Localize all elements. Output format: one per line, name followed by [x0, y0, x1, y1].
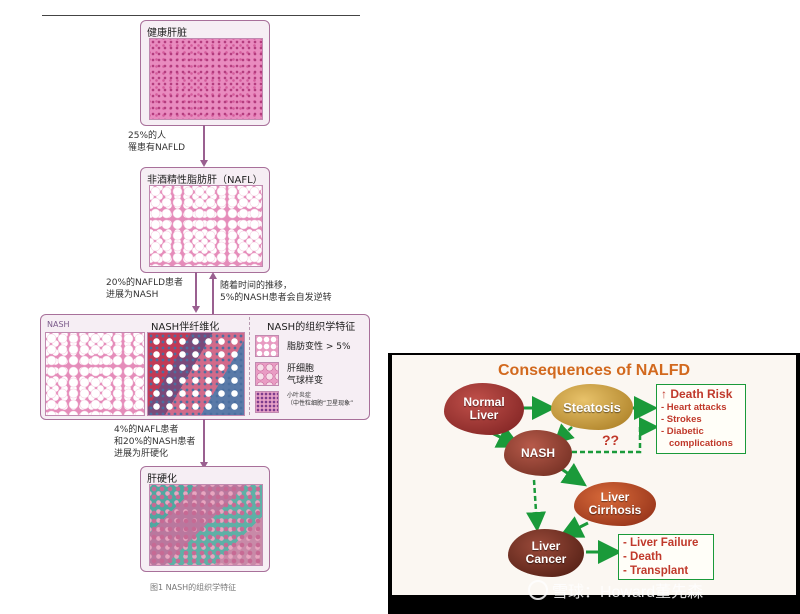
feature-inflammation: 小叶炎症 （中性粒细胞“卫星现象” [287, 392, 354, 407]
nafl-tissue-image [149, 185, 263, 267]
nash-fibrosis-tissue-image [147, 332, 245, 416]
feature-steatosis: 脂肪变性 > 5% [287, 342, 351, 352]
nash-fibrosis-title: NASH伴纤维化 [151, 322, 220, 333]
arrow-shaft-2-up [212, 278, 214, 314]
arrow-head-2-down [192, 306, 200, 313]
arrow-shaft-3 [203, 419, 205, 464]
ballooning-feature-image [255, 362, 279, 386]
arrow-head-2-up [209, 272, 217, 279]
normal-liver-organ: Normal Liver [444, 383, 524, 435]
step2-down-caption: 20%的NAFLD患者 进展为NASH [106, 278, 184, 300]
step2-up-caption: 随着时间的推移， 5%的NASH患者会自发逆转 [220, 281, 332, 303]
nash-label: NASH [47, 320, 70, 329]
healthy-liver-title: 健康肝脏 [147, 28, 187, 39]
feature-ballooning: 肝细胞 气球样变 [287, 364, 324, 386]
arrow-shaft-2-down [195, 272, 197, 308]
cirrhosis-tissue-image [149, 484, 263, 566]
arrow-nash-cirrhosis [559, 462, 587, 487]
death-risk-item: complications [669, 438, 733, 449]
cirrhosis-title: 肝硬化 [147, 474, 177, 485]
arrow-head-1 [200, 160, 208, 167]
liver-cancer-organ: Liver Cancer [508, 529, 584, 577]
nafl-panel: 非酒精性脂肪肝（NAFL） [140, 167, 270, 273]
nalfd-title: Consequences of NALFD [498, 362, 691, 379]
outcome-item: - Transplant [623, 565, 689, 577]
death-risk-item: - Strokes [661, 414, 702, 425]
step1-caption: 25%的人 罹患有NAFLD [128, 131, 186, 153]
liver-cirrhosis-organ: Liver Cirrhosis [574, 482, 656, 526]
watermark: 雪球：Howard董先森 [528, 578, 703, 602]
arrow-nash-deathrisk [564, 417, 659, 454]
death-risk-title: ↑ Death Risk [661, 387, 733, 401]
features-title: NASH的组织学特征 [267, 322, 356, 333]
death-risk-item: - Diabetic [661, 426, 704, 437]
nafl-title: 非酒精性脂肪肝（NAFL） [147, 175, 263, 186]
arrow-shaft-1 [203, 125, 205, 162]
steatosis-organ: Steatosis [551, 384, 633, 430]
arrow-head-3 [200, 462, 208, 469]
nalfd-arrows [491, 396, 659, 564]
figure-caption: 图1 NASH的组织学特征 [150, 583, 237, 592]
arrow-up-icon: ↑ [661, 387, 667, 401]
features-divider [249, 317, 250, 415]
nash-panel: NASH NASH伴纤维化 NASH的组织学特征 脂肪变性 > 5% 肝细胞 气… [40, 314, 370, 420]
top-rule [42, 15, 360, 16]
death-risk-box: ↑ Death Risk - Heart attacks - Strokes -… [656, 384, 746, 454]
death-risk-item: - Heart attacks [661, 402, 727, 413]
outcomes-box: - Liver Failure - Death - Transplant [618, 534, 714, 580]
healthy-liver-panel: 健康肝脏 [140, 20, 270, 126]
healthy-tissue-image [149, 38, 263, 120]
nash-tissue-image [45, 332, 145, 416]
step3-caption: 4%的NAFL患者 和20%的NASH患者 进展为肝硬化 [114, 425, 196, 459]
question-marks: ?? [602, 432, 620, 448]
arrow-nash-cancer [526, 479, 547, 532]
cirrhosis-panel: 肝硬化 [140, 466, 270, 572]
steatosis-feature-image [255, 335, 279, 357]
outcome-item: - Liver Failure [623, 537, 699, 549]
inflammation-feature-image [255, 391, 279, 413]
nash-organ: NASH [504, 430, 572, 476]
outcome-item: - Death [623, 551, 662, 563]
snowball-logo-icon [528, 580, 548, 600]
